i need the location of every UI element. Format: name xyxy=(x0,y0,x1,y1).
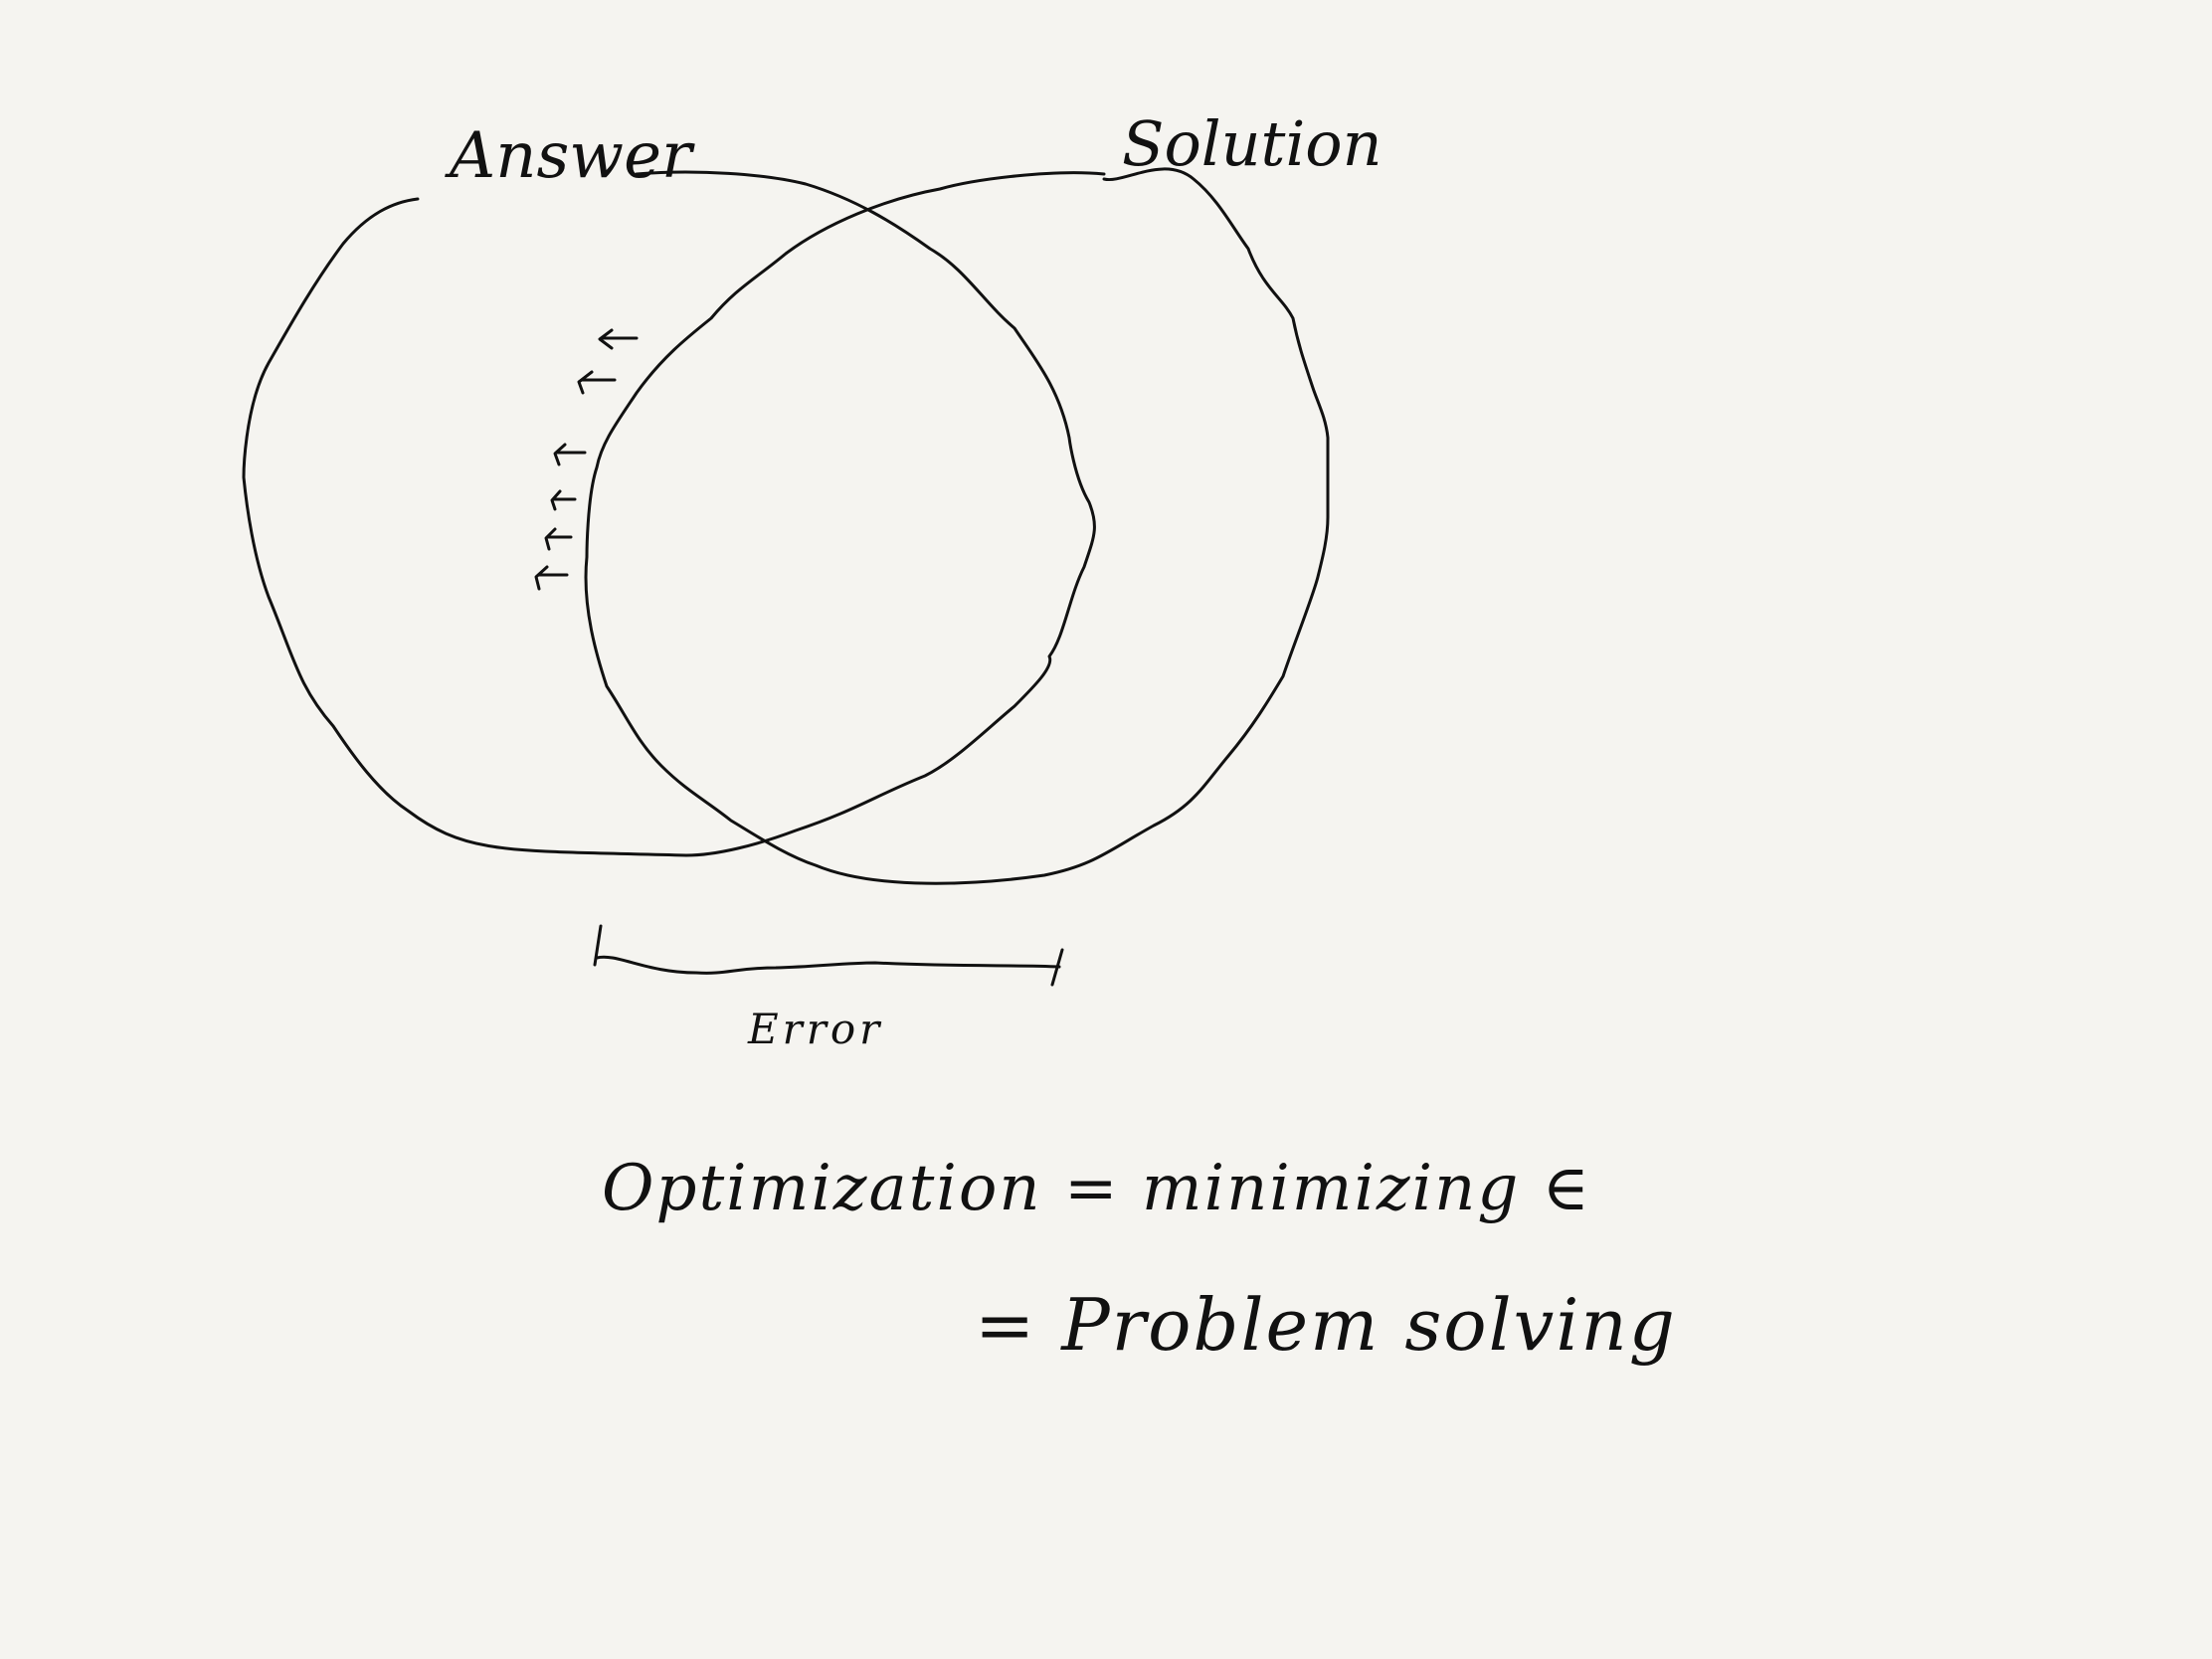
error-bracket-right-tick xyxy=(1050,948,1064,987)
solution-circle xyxy=(584,167,1330,885)
answer-label: Answer xyxy=(450,119,692,193)
error-bracket xyxy=(593,924,1064,987)
solution-label: Solution xyxy=(1122,107,1382,180)
arrow-icon xyxy=(544,527,573,551)
error-bracket-line xyxy=(595,955,1061,975)
answer-circle xyxy=(242,170,1096,857)
equation-line-1: Optimization = minimizing ∈ xyxy=(602,1152,1591,1225)
error-label: Error xyxy=(748,1005,884,1053)
arrow-icon xyxy=(534,565,569,591)
arrow-icon xyxy=(577,370,617,395)
equation-line-2: = Problem solving xyxy=(975,1283,1677,1367)
motion-arrows xyxy=(534,328,639,591)
arrow-icon xyxy=(553,443,587,466)
arrow-icon xyxy=(598,328,639,350)
arrow-icon xyxy=(550,489,577,511)
